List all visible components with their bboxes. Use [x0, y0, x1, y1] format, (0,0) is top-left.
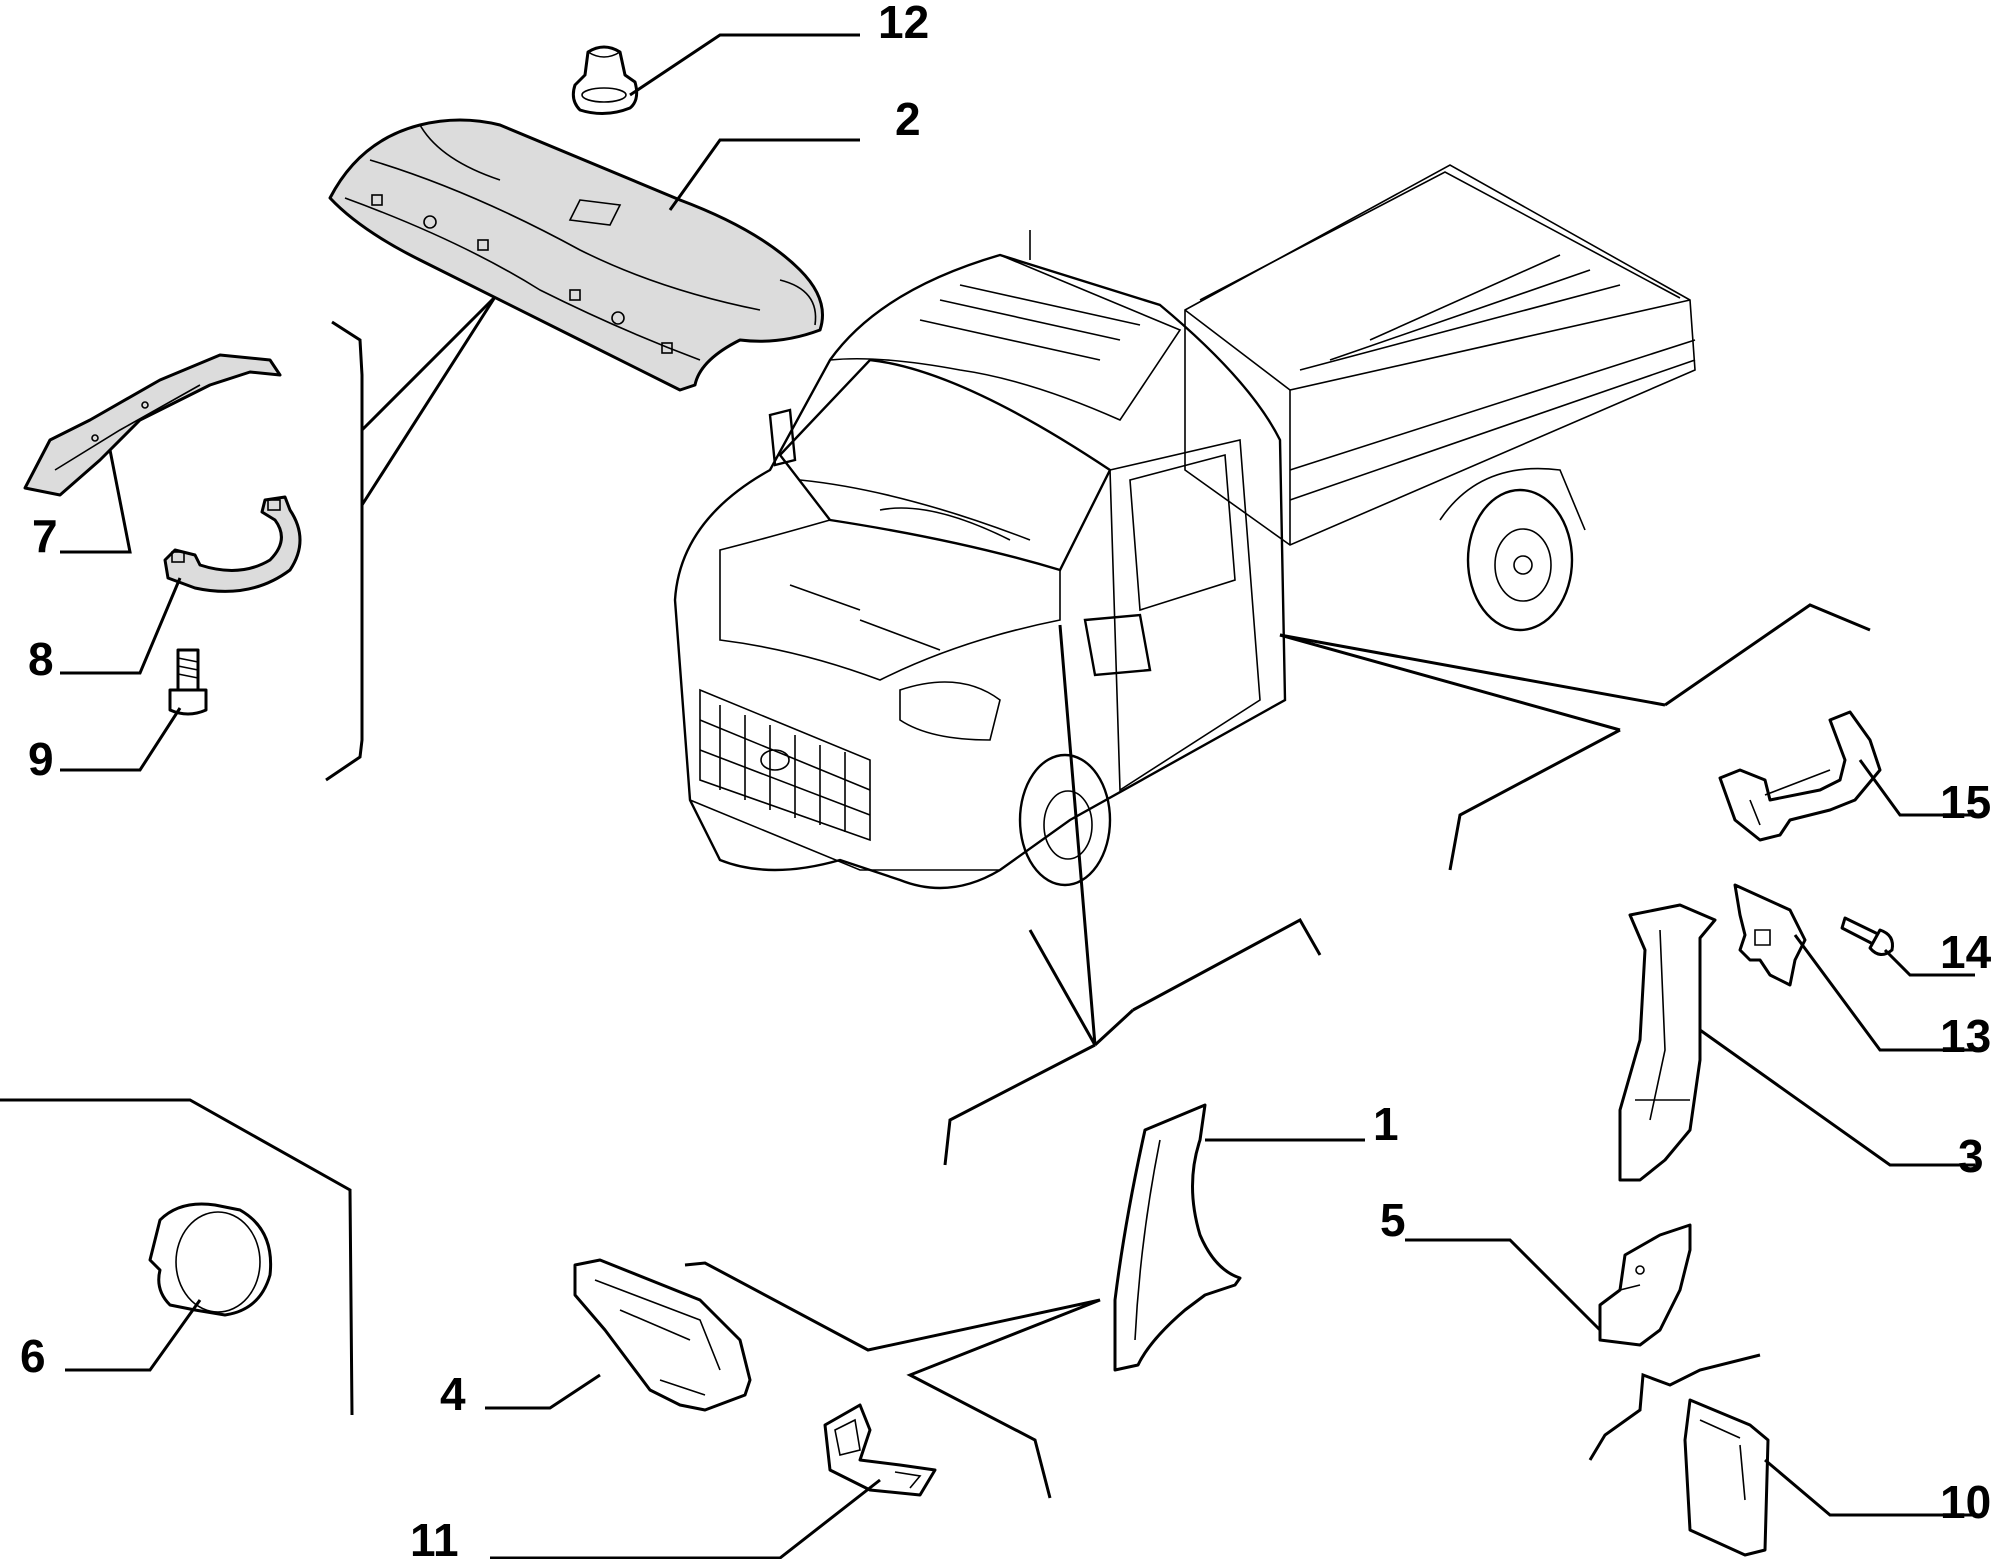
truck-illustration	[673, 164, 1696, 890]
callout-11: 11	[410, 1514, 459, 1559]
callout-1: 1	[1373, 1098, 1399, 1150]
part-5-lower-trim	[1598, 1223, 1692, 1347]
part-9-screw	[168, 648, 208, 716]
callout-6: 6	[20, 1330, 46, 1382]
callout-10: 10	[1940, 1476, 1991, 1528]
group-bracket-left	[325, 295, 497, 782]
part-2-roof-panel	[328, 118, 824, 392]
part-8-handle	[163, 495, 302, 593]
group-bracket-6	[0, 1098, 354, 1416]
group-bracket-10	[1588, 1353, 1761, 1461]
part-13-clip-plate	[1733, 883, 1807, 987]
callout-9: 9	[28, 733, 54, 785]
part-15-bracket	[1718, 710, 1882, 842]
callout-leaders	[60, 33, 1975, 1559]
callout-5: 5	[1380, 1194, 1406, 1246]
part-12-clip	[571, 45, 639, 115]
callout-15: 15	[1940, 776, 1991, 828]
part-11-bracket	[823, 1403, 937, 1497]
callout-13: 13	[1940, 1010, 1991, 1062]
part-6-cap	[148, 1202, 273, 1317]
callout-14: 14	[1940, 926, 1992, 978]
callout-2: 2	[895, 93, 921, 145]
part-1-a-pillar-trim	[1113, 1103, 1242, 1372]
group-bracket-right	[1279, 603, 1871, 871]
part-10-cover	[1683, 1398, 1770, 1557]
group-bracket-bottom	[684, 1261, 1101, 1499]
group-bracket-center	[943, 624, 1322, 1166]
part-3-pillar-trim	[1618, 903, 1717, 1182]
part-4-trim-cover	[573, 1258, 752, 1412]
callout-3: 3	[1958, 1130, 1984, 1182]
callout-labels: 12 2 7 8 9 15 14 13 3 1 5 6 4 10 11	[20, 0, 1992, 1559]
callout-12: 12	[878, 0, 929, 48]
callout-8: 8	[28, 633, 54, 685]
part-7-strip	[23, 353, 282, 497]
callout-4: 4	[440, 1368, 466, 1420]
callout-7: 7	[32, 510, 58, 562]
part-14-screw	[1840, 916, 1894, 956]
